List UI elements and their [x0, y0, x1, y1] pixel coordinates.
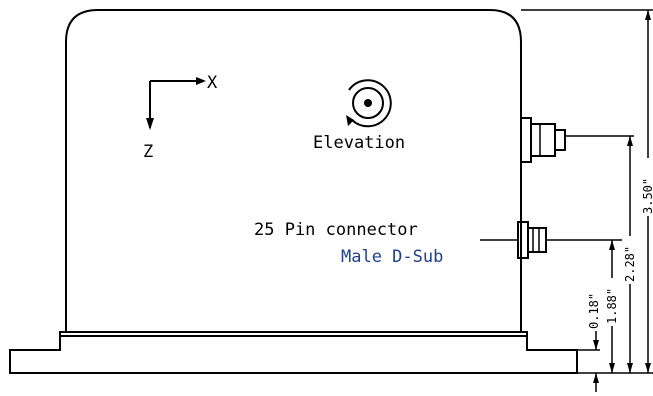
- connector-label-line1: 25 Pin connector: [254, 220, 418, 240]
- axis-x-label: X: [207, 73, 218, 93]
- base-flange: [9, 331, 578, 374]
- connector-label-line2: Male D-Sub: [341, 247, 443, 267]
- dim-228-text: 2.28": [623, 246, 637, 282]
- dim-350: 3.50": [640, 10, 653, 373]
- dim-018-text: 0.18": [587, 293, 601, 329]
- dim-188: 1.88": [604, 240, 620, 373]
- dim-228: 2.28": [622, 136, 638, 373]
- dim-350-text: 3.50": [641, 178, 653, 214]
- dim-188-text: 1.88": [605, 288, 619, 324]
- dsub-connector: [517, 221, 547, 259]
- upper-connector: [520, 117, 566, 163]
- axis-z-label: Z: [143, 142, 153, 162]
- housing-outline: [65, 9, 522, 332]
- dim-018: 0.18": [587, 283, 604, 392]
- elevation-icon: [346, 79, 392, 128]
- elevation-label: Elevation: [313, 133, 405, 153]
- axis-triad: X Z: [143, 73, 218, 162]
